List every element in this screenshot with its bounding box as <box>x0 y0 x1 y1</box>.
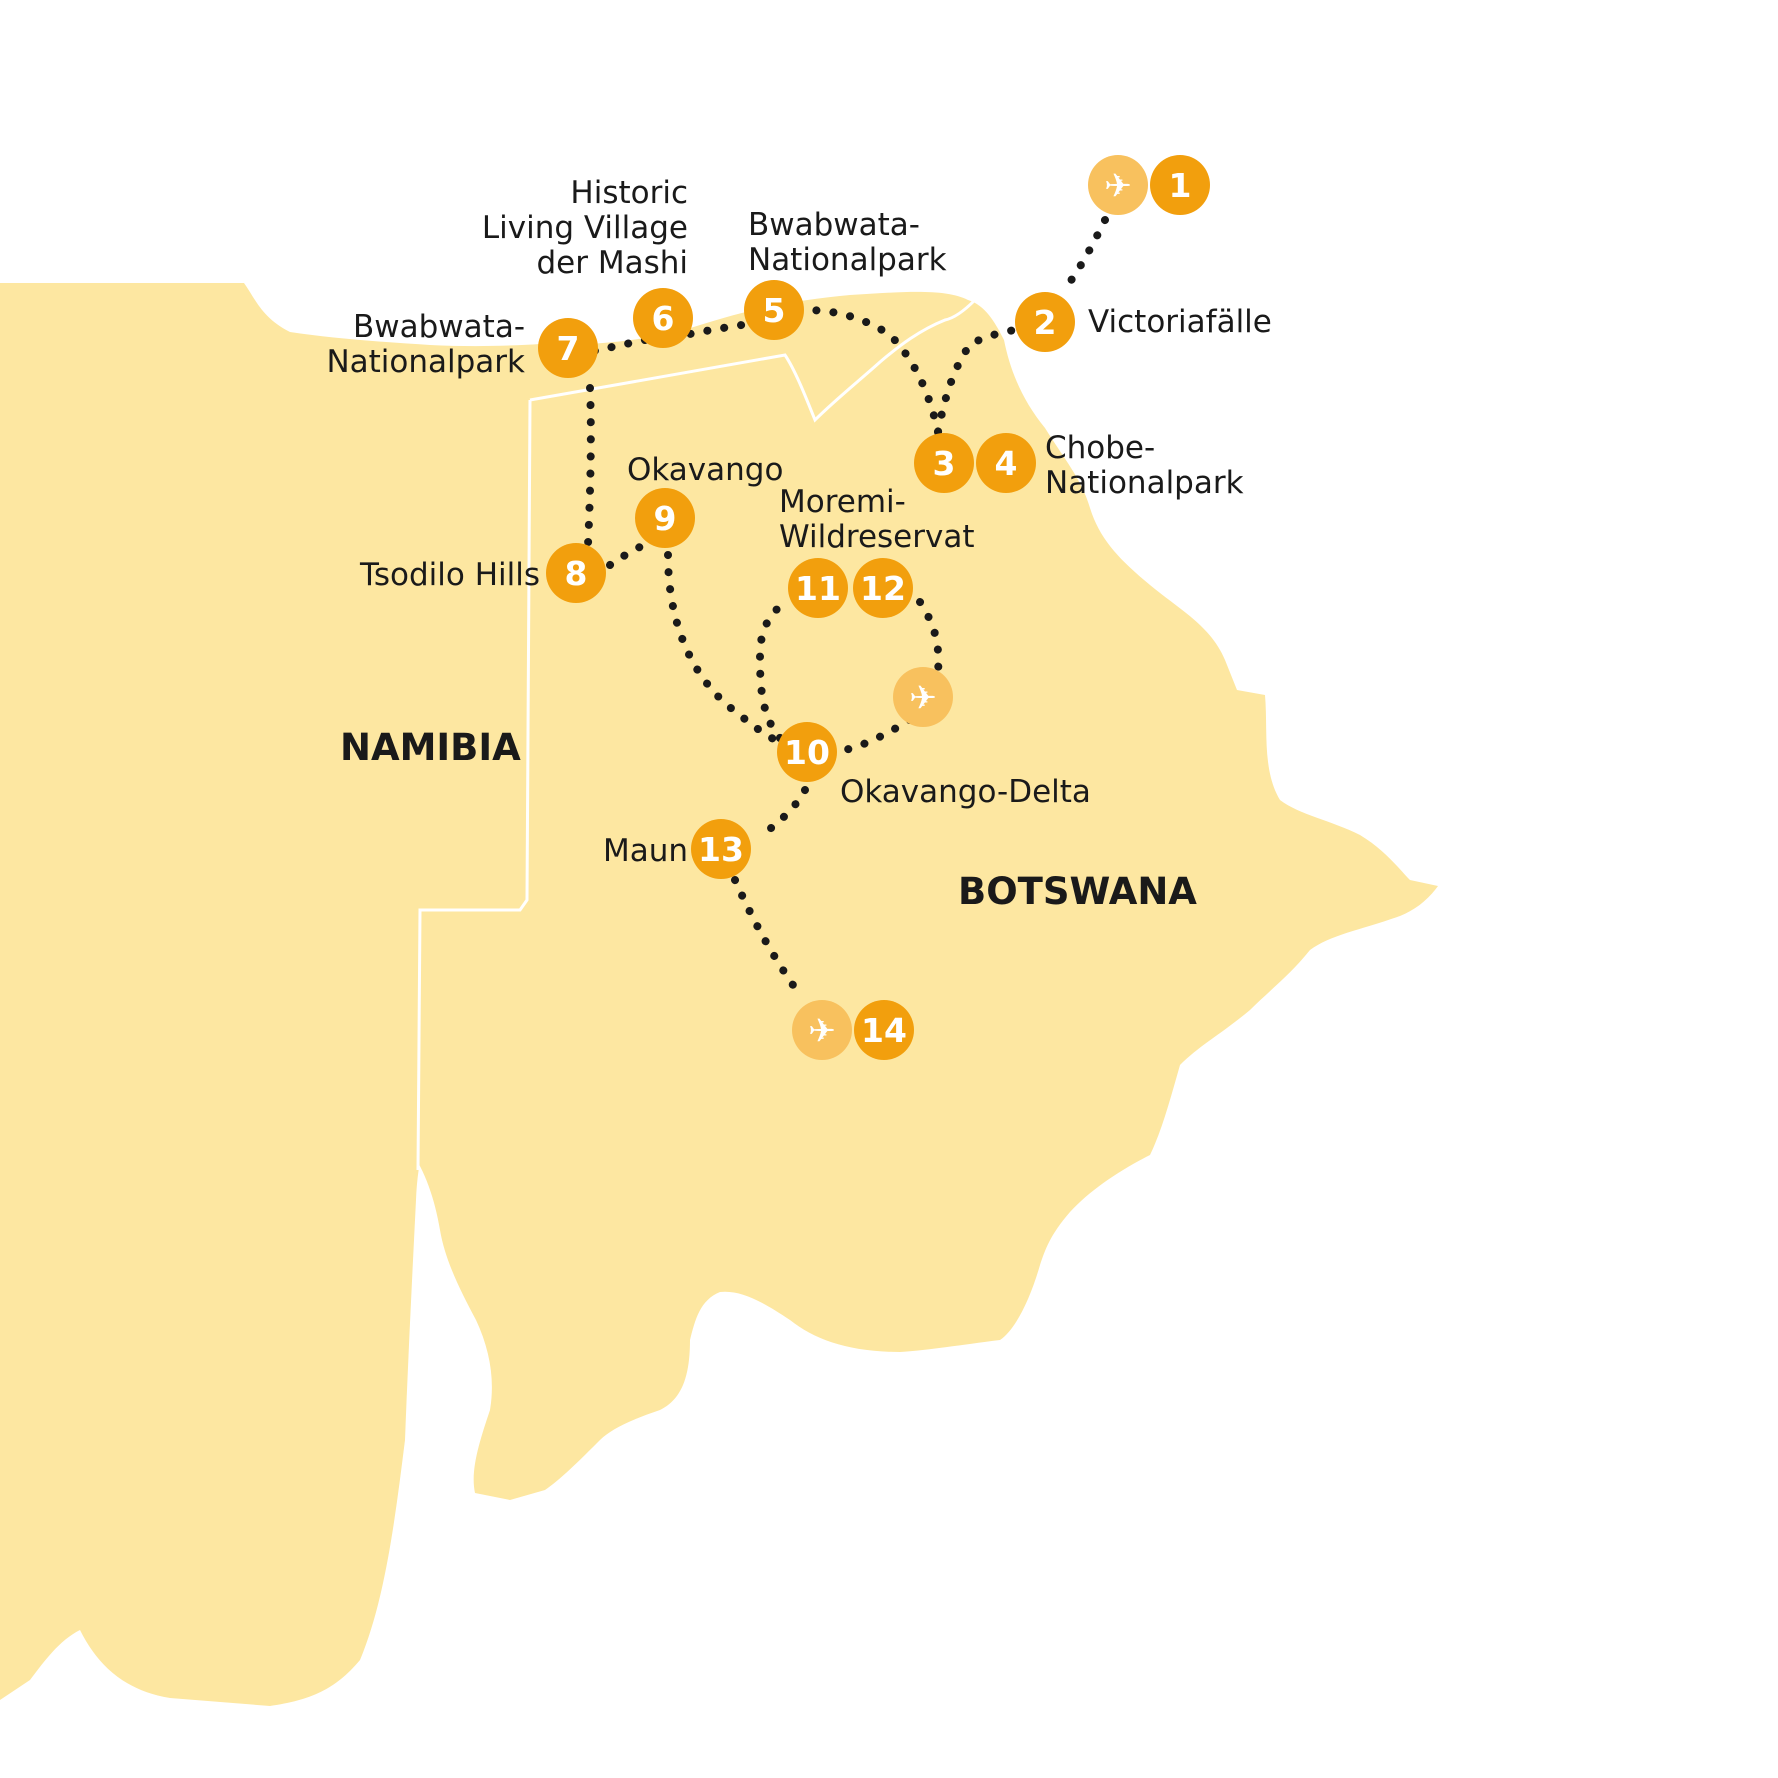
marker-1: 1 <box>1150 155 1210 215</box>
route-10-11 <box>755 596 794 742</box>
marker-14-number: 14 <box>861 1011 907 1050</box>
marker-12: 12 <box>853 558 913 618</box>
border-namibia-botswana <box>416 399 532 1171</box>
airplane-icon: ✈ <box>909 678 937 717</box>
route-13-14 <box>731 876 804 999</box>
label-mashi-line1: Historic <box>570 175 688 211</box>
marker-6: 6 <box>633 288 693 348</box>
label-chobe-line2: Nationalpark <box>1045 465 1244 501</box>
route-lines <box>571 216 1109 999</box>
marker-13: 13 <box>691 819 751 879</box>
marker-8-number: 8 <box>565 554 588 593</box>
label-bwabwata-east-line2: Nationalpark <box>748 242 947 278</box>
label-okavango-delta: Okavango-Delta <box>840 774 1091 810</box>
airplane-icon: ✈ <box>808 1011 836 1050</box>
marker-9: 9 <box>635 488 695 548</box>
marker-1-number: 1 <box>1169 166 1192 205</box>
label-bwabwata-west-line2: Nationalpark <box>326 344 525 380</box>
marker-14: 14 <box>854 1000 914 1060</box>
label-chobe-line1: Chobe- <box>1045 430 1155 466</box>
airport-marker-moremi: ✈ <box>893 667 953 727</box>
label-moremi-line2: Wildreservat <box>779 519 974 555</box>
label-moremi-line1: Moremi- <box>779 484 906 520</box>
namibia-land <box>0 283 540 1706</box>
label-maun: Maun <box>603 833 688 869</box>
route-5-6 <box>686 316 779 338</box>
route-10-13 <box>754 786 809 842</box>
country-label-botswana: BOTSWANA <box>958 870 1197 913</box>
label-victoriafaelle: Victoriafälle <box>1088 304 1272 340</box>
botswana-land <box>404 291 1439 1501</box>
marker-6-number: 6 <box>652 299 675 338</box>
marker-8: 8 <box>546 543 606 603</box>
label-okavango: Okavango <box>627 452 783 488</box>
border-caprivi <box>529 298 977 423</box>
marker-7-number: 7 <box>557 329 580 368</box>
route-2-3 <box>934 321 1049 436</box>
marker-5: 5 <box>744 280 804 340</box>
label-mashi-line2: Living Village <box>482 210 688 246</box>
marker-4: 4 <box>976 433 1036 493</box>
marker-11: 11 <box>788 558 848 618</box>
airplane-icon: ✈ <box>1104 166 1132 205</box>
route-7-8 <box>584 384 595 549</box>
marker-10-number: 10 <box>784 733 830 772</box>
country-label-namibia: NAMIBIA <box>340 726 521 769</box>
label-mashi-line3: der Mashi <box>536 245 688 281</box>
route-air-10 <box>841 716 914 754</box>
marker-9-number: 9 <box>654 499 677 538</box>
marker-2: 2 <box>1015 292 1075 352</box>
marker-3-number: 3 <box>933 444 956 483</box>
route-1-2 <box>1066 216 1109 286</box>
label-bwabwata-east-line1: Bwabwata- <box>748 207 920 243</box>
airport-marker-end: ✈ <box>792 1000 852 1060</box>
route-9-10 <box>664 551 794 752</box>
route-3-5 <box>801 306 942 436</box>
marker-5-number: 5 <box>763 291 786 330</box>
marker-7: 7 <box>538 318 598 378</box>
marker-12-number: 12 <box>860 569 906 608</box>
label-tsodilo: Tsodilo Hills <box>359 557 540 593</box>
label-bwabwata-west-line1: Bwabwata- <box>353 309 525 345</box>
marker-11-number: 11 <box>795 569 841 608</box>
marker-2-number: 2 <box>1034 303 1057 342</box>
marker-10: 10 <box>777 722 837 782</box>
marker-3: 3 <box>914 433 974 493</box>
airport-marker-start: ✈ <box>1088 155 1148 215</box>
marker-4-number: 4 <box>995 444 1018 483</box>
route-12-air <box>916 598 943 676</box>
marker-13-number: 13 <box>698 830 744 869</box>
